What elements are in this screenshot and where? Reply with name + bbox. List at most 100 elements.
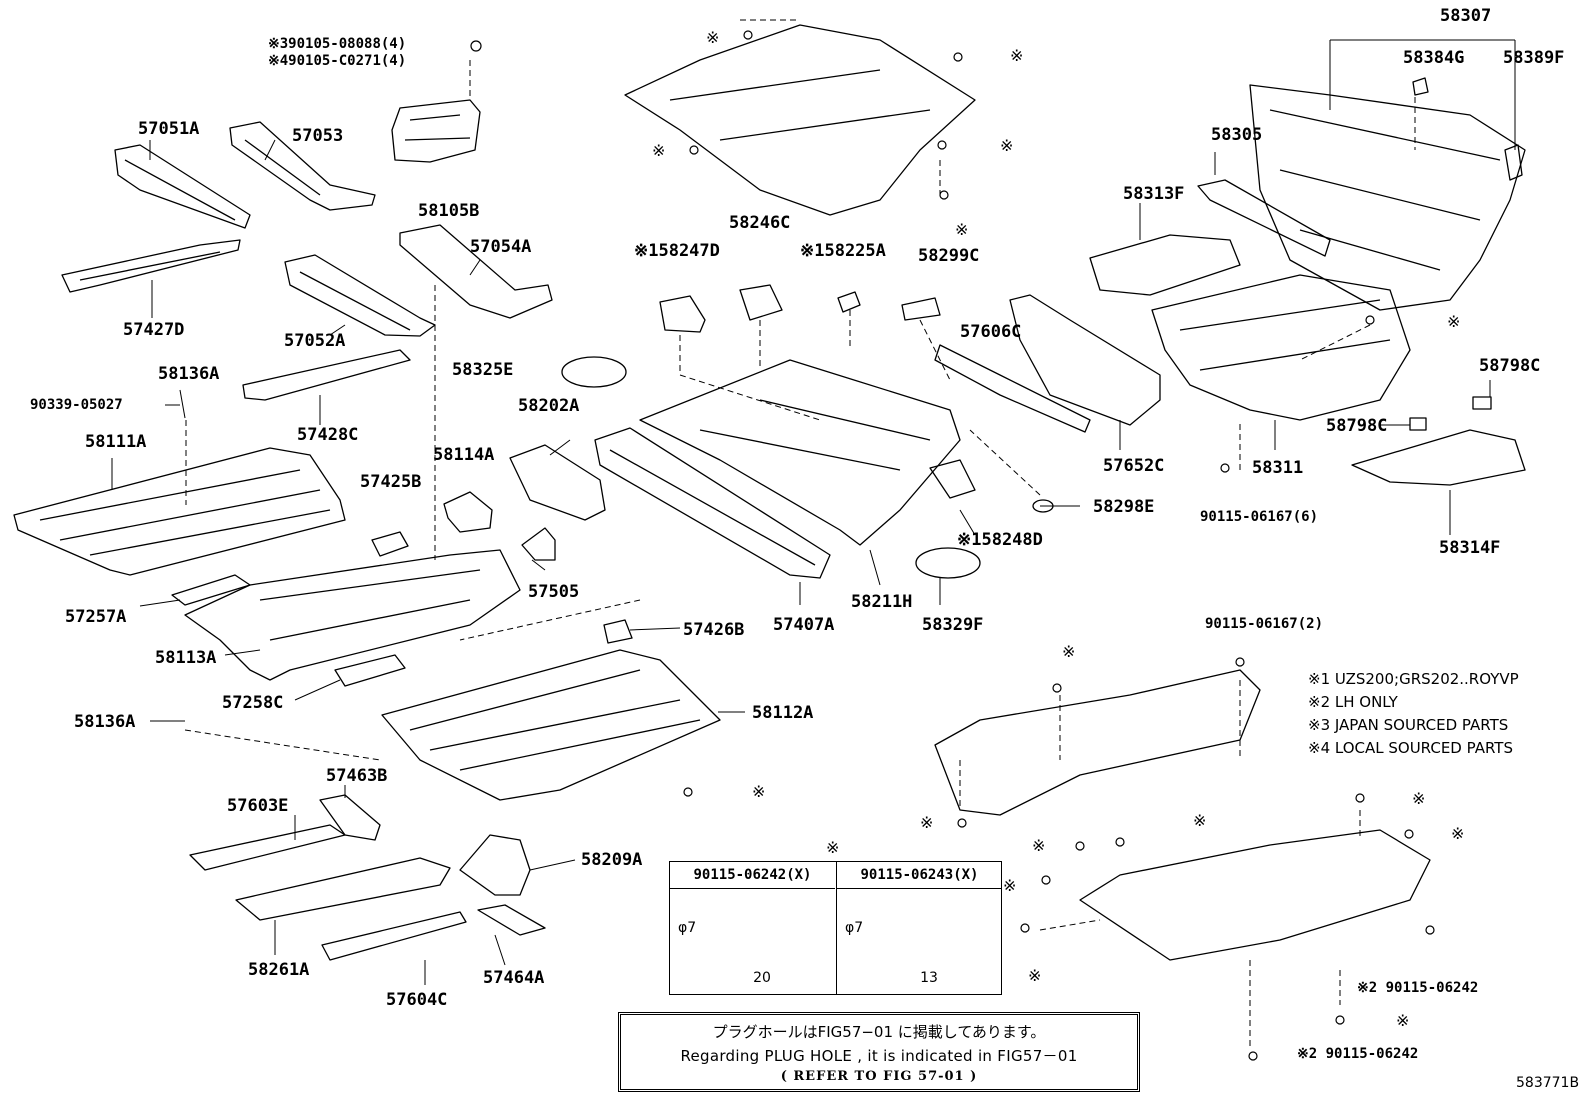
part-58305 bbox=[1197, 179, 1331, 257]
note-reference: ( REFER TO FIG 57-01 ) bbox=[780, 1069, 978, 1084]
legend-item-1: ※1 UZS200;GRS202..ROYVP bbox=[1308, 670, 1519, 688]
bolt-13 bbox=[1075, 841, 1085, 851]
label-57257A: 57257A bbox=[65, 607, 127, 627]
marker-9: ※ bbox=[920, 813, 934, 832]
label-58798C-b: 58798C bbox=[1326, 416, 1388, 436]
part-57407A bbox=[594, 427, 831, 579]
label-58305: 58305 bbox=[1211, 125, 1263, 145]
label-390105-08088: ※390105-08088(4) bbox=[268, 36, 407, 52]
part-58209A bbox=[459, 834, 531, 896]
label-57652C: 57652C bbox=[1103, 456, 1165, 476]
label-58798C-a: 58798C bbox=[1479, 356, 1541, 376]
label-58112A: 58112A bbox=[752, 703, 814, 723]
label-58299C: 58299C bbox=[918, 246, 980, 266]
part-58798C-b bbox=[1409, 417, 1427, 431]
part-57505 bbox=[521, 527, 556, 561]
part-58112A bbox=[381, 649, 721, 801]
label-58225A: ※158225A bbox=[800, 241, 886, 261]
part-57258C bbox=[334, 654, 406, 687]
marker-14: ※ bbox=[1412, 789, 1426, 808]
part-57606C bbox=[934, 344, 1091, 433]
bolt-18 bbox=[1404, 829, 1414, 839]
label-57051A: 57051A bbox=[138, 119, 200, 139]
part-57054A bbox=[399, 224, 553, 319]
label-57052A: 57052A bbox=[284, 331, 346, 351]
label-57603E: 57603E bbox=[227, 796, 289, 816]
bolt-21 bbox=[1248, 1051, 1258, 1061]
label-58113A: 58113A bbox=[155, 648, 217, 668]
label-58311: 58311 bbox=[1252, 458, 1304, 478]
part-57425B bbox=[371, 531, 409, 557]
label-57463B: 57463B bbox=[326, 766, 388, 786]
plug-table: 90115-06242(X) φ7 20 90115-06243(X) φ7 1… bbox=[669, 861, 1002, 995]
plug-table-marker: ※ bbox=[826, 838, 840, 857]
label-58105B: 58105B bbox=[418, 201, 480, 221]
label-90115-06167-6: 90115-06167(6) bbox=[1200, 509, 1319, 525]
bolt-2 bbox=[743, 30, 753, 40]
label-58298E: 58298E bbox=[1093, 497, 1155, 517]
marker-1: ※ bbox=[706, 28, 720, 47]
part-58114A bbox=[443, 491, 493, 533]
plug-col-2-part: 90115-06243(X) bbox=[837, 862, 1002, 889]
part-58111A bbox=[13, 447, 346, 576]
part-58314F bbox=[1351, 429, 1526, 486]
bolt-15 bbox=[1041, 875, 1051, 885]
label-58211H: 58211H bbox=[851, 592, 913, 612]
part-58325E bbox=[561, 356, 627, 388]
label-57407A: 57407A bbox=[773, 615, 835, 635]
part-57052A bbox=[284, 254, 436, 337]
bolt-5 bbox=[937, 140, 947, 150]
note-english: Regarding PLUG HOLE , it is indicated in… bbox=[680, 1047, 1078, 1065]
part-58313F bbox=[1089, 234, 1241, 296]
label-58384G: 58384G bbox=[1403, 48, 1465, 68]
label-58111A: 58111A bbox=[85, 432, 147, 452]
part-58329F bbox=[915, 547, 981, 579]
plug-col-1: 90115-06242(X) φ7 20 bbox=[670, 862, 835, 994]
part-58247D bbox=[659, 295, 706, 333]
label-58136A-top: 58136A bbox=[158, 364, 220, 384]
marker-16: ※ bbox=[1396, 1011, 1410, 1030]
plug-col-1-dia: φ7 bbox=[678, 920, 697, 936]
label-57258C: 57258C bbox=[222, 693, 284, 713]
part-58389F bbox=[1504, 144, 1523, 181]
marker-11: ※ bbox=[1193, 811, 1207, 830]
label-58325E: 58325E bbox=[452, 360, 514, 380]
label-58389F: 58389F bbox=[1503, 48, 1565, 68]
bolt-10 bbox=[1235, 657, 1245, 667]
bolt-4 bbox=[689, 145, 699, 155]
bolt-8 bbox=[1220, 463, 1230, 473]
legend-item-4: ※4 LOCAL SOURCED PARTS bbox=[1308, 739, 1513, 757]
label-58202A: 58202A bbox=[518, 396, 580, 416]
label-90339-05027: 90339-05027 bbox=[30, 397, 123, 413]
part-rear-floor-top bbox=[624, 24, 976, 216]
label-90115-06242-b: ※2 90115-06242 bbox=[1297, 1046, 1419, 1062]
bolt-14 bbox=[1115, 837, 1125, 847]
plug-hole-note: プラグホールはFIG57−01 に掲載してあります。 Regarding PLU… bbox=[618, 1012, 1140, 1092]
part-58311 bbox=[1151, 274, 1411, 421]
part-57053 bbox=[229, 121, 376, 211]
label-90115-06167-2: 90115-06167(2) bbox=[1205, 616, 1324, 632]
part-58202A bbox=[509, 444, 606, 521]
marker-10: ※ bbox=[1032, 836, 1046, 855]
marker-6: ※ bbox=[1447, 312, 1461, 331]
marker-5: ※ bbox=[955, 220, 969, 239]
figure-number: 583771B bbox=[1516, 1075, 1580, 1091]
plug-col-1-part: 90115-06242(X) bbox=[670, 862, 835, 889]
part-57652C bbox=[1009, 294, 1161, 426]
legend-item-2: ※2 LH ONLY bbox=[1308, 693, 1398, 711]
part-58225A bbox=[837, 291, 861, 313]
part-floor-lower-right-2 bbox=[1079, 829, 1431, 961]
plug-col-2-dia: φ7 bbox=[845, 920, 864, 936]
label-57427D: 57427D bbox=[123, 320, 185, 340]
bolt-9 bbox=[683, 787, 693, 797]
bolt-17 bbox=[1355, 793, 1365, 803]
part-57604C bbox=[321, 911, 467, 961]
part-57426B bbox=[603, 619, 633, 644]
label-57606C: 57606C bbox=[960, 322, 1022, 342]
marker-15: ※ bbox=[1451, 824, 1465, 843]
part-57464A bbox=[477, 904, 546, 936]
legend-item-3: ※3 JAPAN SOURCED PARTS bbox=[1308, 716, 1509, 734]
part-58248D bbox=[929, 459, 976, 499]
bolt-16 bbox=[1020, 923, 1030, 933]
